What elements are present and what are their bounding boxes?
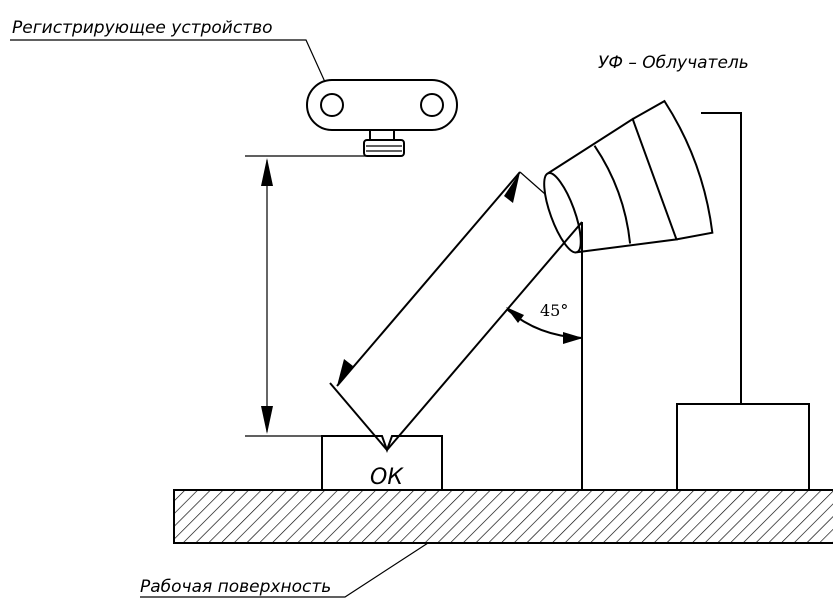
distance-dimension bbox=[245, 155, 366, 437]
uv-beam-line bbox=[329, 221, 583, 451]
work-surface-label: Рабочая поверхность bbox=[140, 577, 331, 597]
work-surface bbox=[173, 489, 833, 544]
angle-arc bbox=[506, 307, 583, 344]
uv-lamp bbox=[543, 99, 714, 254]
work-surface-leader bbox=[140, 542, 429, 598]
recording-device bbox=[306, 79, 458, 157]
beam-length-dimension bbox=[336, 171, 546, 387]
uv-lamp-label: УФ – Облучатель bbox=[598, 53, 749, 73]
uv-lamp-stand bbox=[676, 112, 810, 491]
recording-device-leader bbox=[10, 39, 326, 83]
recording-device-label: Регистрирующее устройство bbox=[12, 18, 273, 38]
sample-label: ОК bbox=[370, 465, 404, 490]
angle-label: 45° bbox=[540, 301, 568, 320]
